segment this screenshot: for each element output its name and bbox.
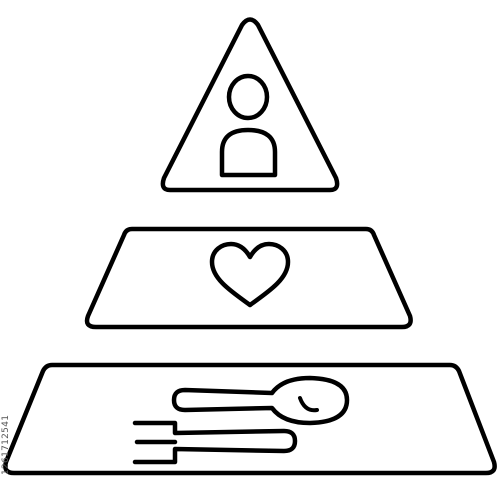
person-head bbox=[226, 73, 270, 121]
watermark-id: 1261712541 bbox=[1, 414, 11, 475]
heart-icon bbox=[209, 241, 291, 308]
tier-bottom bbox=[3, 362, 497, 476]
triangle-outline bbox=[160, 17, 340, 193]
spoon-bowl-highlight bbox=[298, 396, 319, 413]
tier-middle bbox=[84, 226, 413, 330]
trapezoid-outline-bottom bbox=[3, 362, 497, 476]
tier-top bbox=[160, 17, 340, 193]
fork-icon bbox=[132, 420, 298, 465]
fork-and-spoon-icon bbox=[132, 375, 350, 465]
spoon-icon bbox=[171, 375, 350, 426]
trapezoid-outline-middle bbox=[84, 226, 413, 330]
person-icon bbox=[219, 73, 278, 178]
person-body bbox=[219, 127, 278, 178]
